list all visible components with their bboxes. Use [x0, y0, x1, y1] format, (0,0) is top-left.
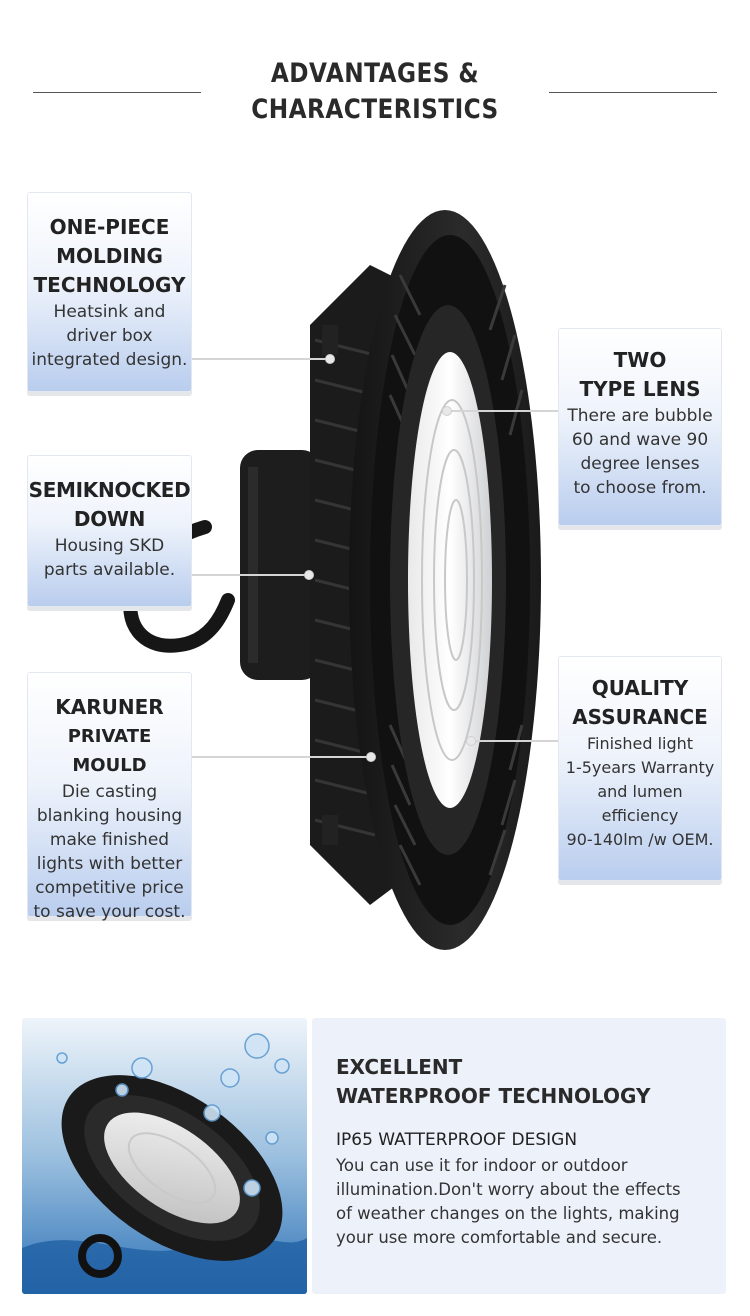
waterproof-panel: EXCELLENT WATERPROOF TECHNOLOGY IP65 WAT…: [312, 1018, 726, 1294]
feature-description: Finished light 1-5years Warranty and lum…: [565, 734, 715, 849]
leader-dot-quality: [466, 736, 476, 746]
leader-line-semiknocked: [192, 574, 310, 576]
feature-card-one-piece: ONE-PIECE MOLDING TECHNOLOGY Heatsink an…: [27, 192, 192, 392]
feature-title: KARUNER PRIVATE MOULD: [55, 695, 164, 776]
page-title: ADVANTAGES & CHARACTERISTICS: [53, 56, 698, 128]
feature-title: SEMIKNOCKED DOWN: [28, 478, 191, 531]
page-title-line-2: CHARACTERISTICS: [251, 94, 499, 125]
waterproof-description: You can use it for indoor or outdoor ill…: [336, 1156, 681, 1247]
leader-line-two-lens: [446, 410, 558, 412]
waterproof-title-line-2: WATERPROOF TECHNOLOGY: [336, 1084, 651, 1108]
leader-dot-karuner: [366, 752, 376, 762]
leader-line-quality: [470, 740, 558, 742]
leader-line-one-piece: [192, 358, 330, 360]
waterproof-photo: [22, 1018, 307, 1294]
feature-title: QUALITY ASSURANCE: [572, 676, 708, 729]
feature-card-karuner: KARUNER PRIVATE MOULD Die casting blanki…: [27, 672, 192, 922]
feature-card-semiknocked: SEMIKNOCKED DOWN Housing SKD parts avail…: [27, 455, 192, 607]
title-rule-left: [33, 92, 201, 93]
title-rule-right: [549, 92, 717, 93]
leader-line-karuner: [192, 756, 372, 758]
page-title-line-1: ADVANTAGES &: [270, 58, 480, 89]
feature-title: ONE-PIECE MOLDING TECHNOLOGY: [33, 215, 186, 297]
leader-dot-one-piece: [325, 354, 335, 364]
feature-description: Die casting blanking housing make finish…: [33, 782, 186, 922]
waterproof-title-line-1: EXCELLENT: [336, 1055, 463, 1079]
feature-card-two-type-lens: TWO TYPE LENS There are bubble 60 and wa…: [558, 328, 722, 526]
feature-title: TWO TYPE LENS: [579, 348, 701, 401]
feature-description: There are bubble 60 and wave 90 degree l…: [567, 406, 713, 498]
feature-description: Heatsink and driver box integrated desig…: [31, 302, 188, 370]
waterproof-subtitle: IP65 WATTERPROOF DESIGN: [336, 1130, 578, 1150]
ufo-high-bay-light-image: [123, 210, 541, 950]
leader-dot-two-lens: [442, 406, 452, 416]
feature-description: Housing SKD parts available.: [43, 536, 176, 580]
leader-dot-semiknocked: [304, 570, 314, 580]
feature-card-quality: QUALITY ASSURANCE Finished light 1-5year…: [558, 656, 722, 881]
